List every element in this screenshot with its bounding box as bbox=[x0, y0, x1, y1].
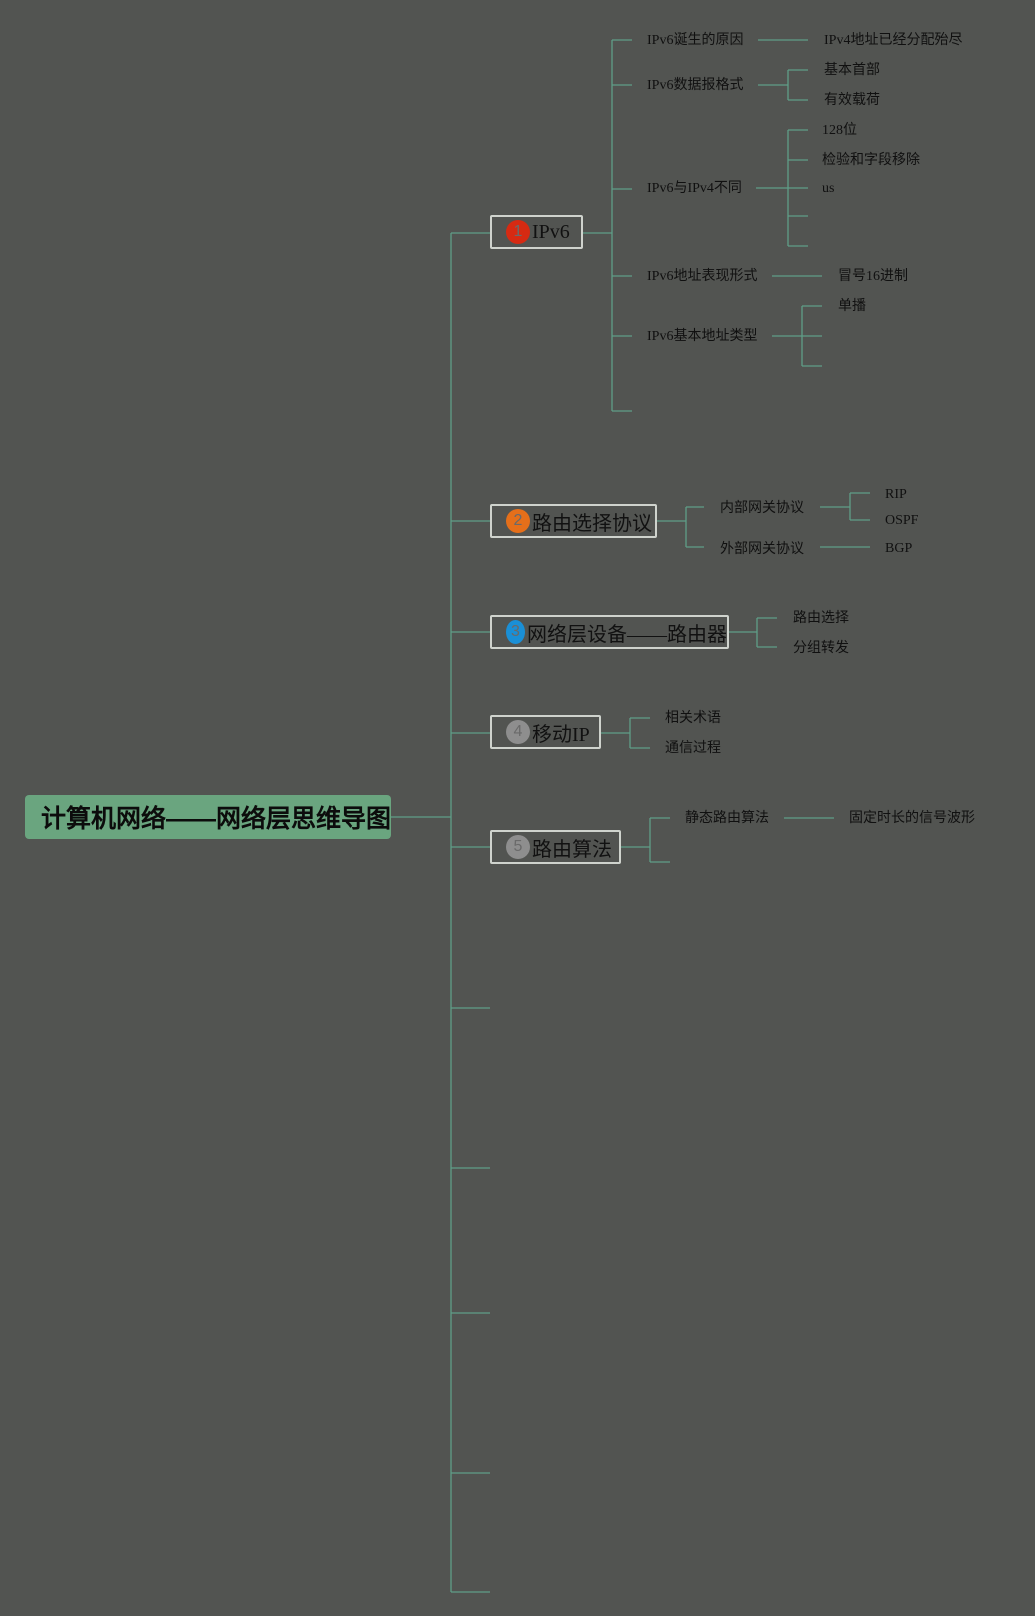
leaf-payload[interactable]: 有效载荷 bbox=[824, 93, 880, 108]
subtopic-exterior-gateway[interactable]: 外部网关协议 bbox=[720, 542, 804, 557]
leaf-base-header[interactable]: 基本首部 bbox=[824, 63, 880, 78]
subtopic-ipv6-address-format[interactable]: IPv6地址表现形式 bbox=[647, 269, 758, 284]
topic-router-device[interactable]: 3 网络层设备——路由器 bbox=[490, 615, 729, 649]
root-label: 计算机网络——网络层思维导图 bbox=[41, 805, 392, 833]
topic-routing-protocol[interactable]: 2 路由选择协议 bbox=[490, 504, 657, 538]
subtopic-ipv6-origin[interactable]: IPv6诞生的原因 bbox=[647, 33, 744, 48]
subtopic-interior-gateway[interactable]: 内部网关协议 bbox=[720, 501, 804, 516]
leaf-bgp[interactable]: BGP bbox=[885, 541, 913, 556]
leaf-unicast[interactable]: 单播 bbox=[838, 299, 866, 314]
topic-label: 路由算法 bbox=[532, 838, 612, 861]
subtopic-ipv6-datagram-format[interactable]: IPv6数据报格式 bbox=[647, 78, 744, 93]
subtopic-ipv6-vs-ipv4[interactable]: IPv6与IPv4不同 bbox=[647, 181, 742, 196]
subtopic-ipv6-address-types[interactable]: IPv6基本地址类型 bbox=[647, 329, 758, 344]
subtopic-route-selection[interactable]: 路由选择 bbox=[793, 611, 849, 626]
topic-number-badge: 5 bbox=[506, 835, 530, 859]
leaf-us[interactable]: us bbox=[822, 181, 835, 196]
topic-label: 网络层设备——路由器 bbox=[527, 623, 727, 646]
leaf-ipv4-exhausted[interactable]: IPv4地址已经分配殆尽 bbox=[824, 33, 963, 48]
leaf-checksum-removed[interactable]: 检验和字段移除 bbox=[822, 153, 920, 168]
topic-number-badge: 1 bbox=[506, 220, 530, 244]
subtopic-related-terms[interactable]: 相关术语 bbox=[665, 711, 721, 726]
topic-routing-algorithm[interactable]: 5 路由算法 bbox=[490, 830, 621, 864]
leaf-colon-hex[interactable]: 冒号16进制 bbox=[838, 269, 908, 284]
subtopic-packet-forwarding[interactable]: 分组转发 bbox=[793, 641, 849, 656]
subtopic-static-routing[interactable]: 静态路由算法 bbox=[685, 811, 769, 826]
topic-number-badge: 4 bbox=[506, 720, 530, 744]
topic-number-badge: 2 bbox=[506, 509, 530, 533]
topic-mobile-ip[interactable]: 4 移动IP bbox=[490, 715, 601, 749]
leaf-rip[interactable]: RIP bbox=[885, 487, 907, 502]
topic-number-badge: 3 bbox=[506, 620, 525, 644]
leaf-128-bit[interactable]: 128位 bbox=[822, 123, 857, 138]
subtopic-communication-process[interactable]: 通信过程 bbox=[665, 741, 721, 756]
root-node[interactable]: 计算机网络——网络层思维导图 bbox=[25, 795, 391, 839]
topic-label: IPv6 bbox=[532, 220, 570, 243]
topic-label: 移动IP bbox=[532, 723, 590, 746]
leaf-ospf[interactable]: OSPF bbox=[885, 513, 919, 528]
topic-ipv6[interactable]: 1 IPv6 bbox=[490, 215, 583, 249]
topic-label: 路由选择协议 bbox=[532, 512, 652, 535]
leaf-fixed-signal-waveform[interactable]: 固定时长的信号波形 bbox=[849, 811, 975, 826]
